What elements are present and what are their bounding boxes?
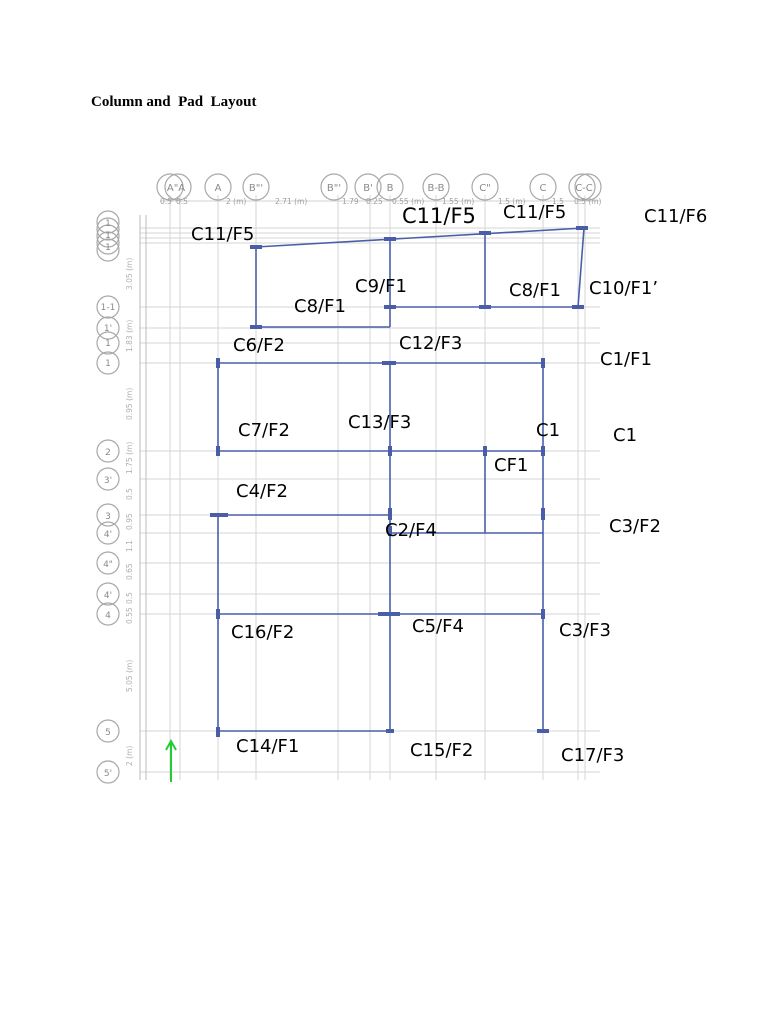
label-c5-f4: C5/F4 [412, 616, 464, 637]
svg-text:B: B [387, 183, 394, 194]
svg-text:B': B' [363, 183, 373, 194]
label-c3-f2: C3/F2 [609, 516, 661, 537]
svg-text:1: 1 [105, 339, 111, 349]
label-c1-right: C1 [613, 425, 638, 446]
svg-text:4: 4 [105, 611, 111, 621]
svg-text:5: 5 [105, 728, 111, 738]
label-c11-f5-right: C11/F5 [503, 202, 567, 223]
svg-text:5.05 (m): 5.05 (m) [125, 660, 134, 692]
svg-text:A: A [215, 183, 222, 194]
svg-text:2: 2 [105, 448, 111, 458]
label-c7-f2: C7/F2 [238, 420, 290, 441]
svg-text:A"A: A"A [167, 183, 185, 194]
svg-text:B"': B"' [249, 183, 263, 194]
label-c9-f1: C9/F1 [355, 276, 407, 297]
label-c17-f3: C17/F3 [561, 745, 625, 766]
top-dimensions: 0.5 0.5 2 (m) 2.71 (m) 1.79 0.25 0.55 (m… [160, 197, 602, 206]
svg-text:0.5 (m): 0.5 (m) [574, 197, 602, 206]
svg-text:0.5: 0.5 [125, 488, 134, 500]
label-c11-f6: C11/F6 [644, 206, 708, 227]
svg-text:4': 4' [104, 530, 112, 540]
label-c6-f2: C6/F2 [233, 335, 285, 356]
svg-text:0.95: 0.95 [125, 513, 134, 530]
svg-text:1.83 (m): 1.83 (m) [125, 320, 134, 352]
label-c2-f4: C2/F4 [385, 520, 437, 541]
left-dimensions: 3.05 (m) 1.83 (m) 0.95 (m) 1.75 (m) 0.5 … [125, 258, 134, 766]
svg-text:1: 1 [105, 243, 111, 253]
svg-text:C-C: C-C [575, 183, 593, 194]
svg-text:1.1: 1.1 [125, 540, 134, 552]
svg-text:1.79: 1.79 [342, 197, 359, 206]
svg-text:0.5: 0.5 [160, 197, 172, 206]
svg-text:1': 1' [104, 324, 112, 334]
label-c1-center: C1 [536, 420, 561, 441]
svg-text:0.5: 0.5 [176, 197, 188, 206]
label-c10-f1: C10/F1’ [589, 278, 659, 299]
grid-bubbles-top [156, 173, 602, 201]
label-c15-f2: C15/F2 [410, 740, 474, 761]
svg-text:1.5: 1.5 [552, 197, 564, 206]
page-title: Column and Pad Layout [91, 94, 257, 110]
svg-text:2 (m): 2 (m) [226, 197, 246, 206]
grid-bubble-left-text: 1 1 1 1-1 1' 1 1 2 3' 3 4' 4" 4' 4 5 5' [101, 219, 116, 779]
svg-text:B-B: B-B [428, 183, 445, 194]
svg-text:1.75 (m): 1.75 (m) [125, 442, 134, 474]
svg-text:C": C" [479, 183, 491, 194]
label-c3-f3: C3/F3 [559, 620, 611, 641]
label-c8-f1-left: C8/F1 [294, 296, 346, 317]
grid-bubble-top-text: A"A A B"' B"' B' B B-B C" C C-C [167, 183, 593, 194]
label-c11-f5-center: C11/F5 [402, 204, 476, 228]
label-c1-f1: C1/F1 [600, 349, 652, 370]
label-c14-f1: C14/F1 [236, 736, 300, 757]
label-c12-f3: C12/F3 [399, 333, 463, 354]
grid-bubbles-left [96, 210, 120, 784]
svg-text:0.55: 0.55 [125, 607, 134, 624]
label-c16-f2: C16/F2 [231, 622, 295, 643]
label-cf1: CF1 [494, 455, 529, 476]
svg-text:C: C [540, 183, 547, 194]
svg-text:B"': B"' [327, 183, 341, 194]
svg-text:1.5 (m): 1.5 (m) [498, 197, 526, 206]
y-axis-arrow-icon [165, 738, 177, 782]
label-c8-f1-right: C8/F1 [509, 280, 561, 301]
svg-text:0.95 (m): 0.95 (m) [125, 388, 134, 420]
svg-text:2 (m): 2 (m) [125, 746, 134, 766]
svg-text:5': 5' [104, 769, 112, 779]
label-c4-f2: C4/F2 [236, 481, 288, 502]
svg-text:3.05 (m): 3.05 (m) [125, 258, 134, 290]
svg-text:2.71 (m): 2.71 (m) [275, 197, 307, 206]
left-axis [139, 215, 147, 780]
svg-text:0.55 (m): 0.55 (m) [392, 197, 424, 206]
svg-text:1: 1 [105, 231, 111, 241]
svg-text:0.25: 0.25 [366, 197, 383, 206]
svg-text:4": 4" [103, 560, 113, 570]
svg-text:4': 4' [104, 591, 112, 601]
svg-text:3: 3 [105, 512, 111, 522]
svg-text:0.5: 0.5 [125, 592, 134, 604]
label-c13-f3: C13/F3 [348, 412, 412, 433]
svg-text:1-1: 1-1 [101, 303, 116, 313]
column-markers [210, 226, 588, 737]
label-c11-f5-left: C11/F5 [191, 224, 255, 245]
svg-text:0.65: 0.65 [125, 563, 134, 580]
beams [217, 227, 585, 732]
svg-text:1: 1 [105, 359, 111, 369]
svg-text:1: 1 [105, 219, 111, 229]
svg-text:3': 3' [104, 476, 112, 486]
svg-text:1.55 (m): 1.55 (m) [442, 197, 474, 206]
